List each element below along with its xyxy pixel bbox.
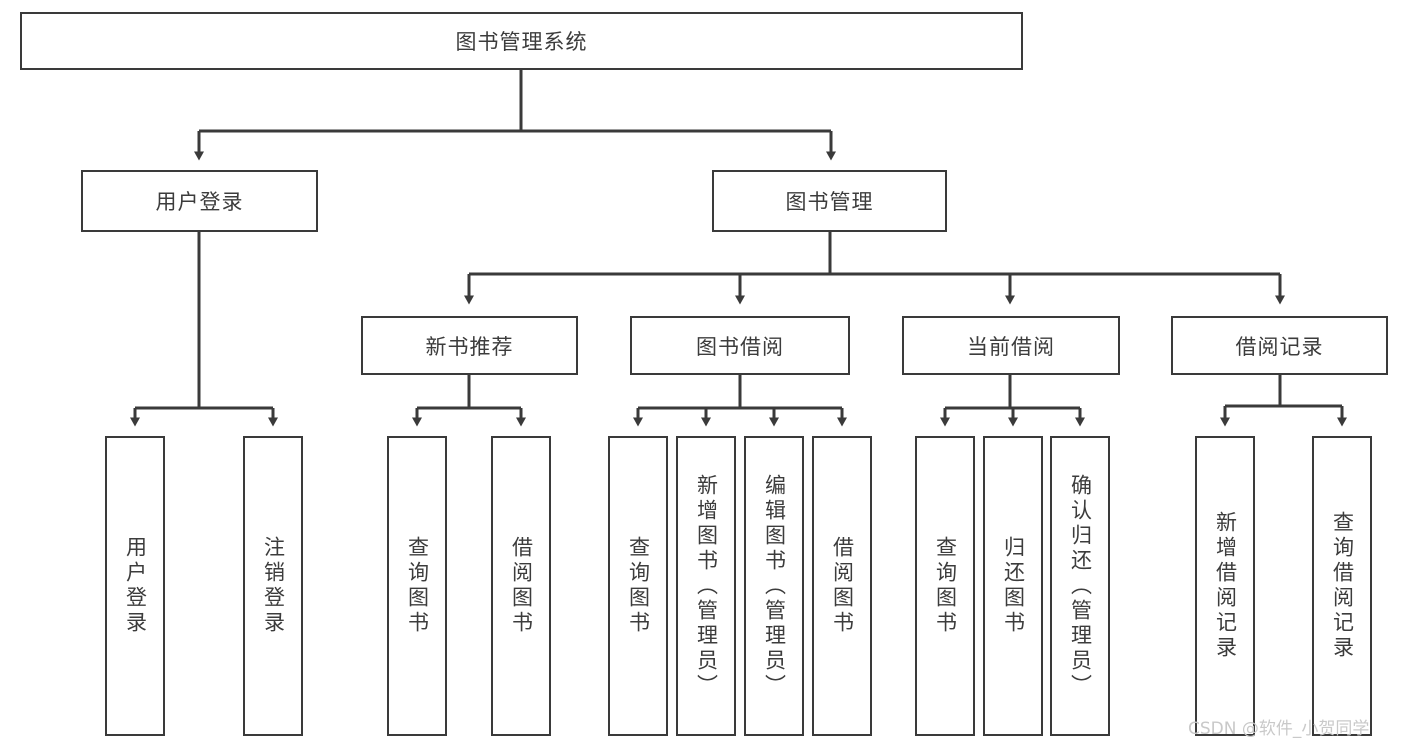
node-leaf-borrow-book-a[interactable]: 借阅图书 — [491, 436, 551, 736]
node-leaf-edit-book[interactable]: 编辑图书（管理员） — [744, 436, 804, 736]
node-leaf-query-book-a[interactable]: 查询图书 — [387, 436, 447, 736]
node-book-borrow-label: 图书借阅 — [696, 334, 784, 359]
node-root[interactable]: 图书管理系统 — [20, 12, 1023, 70]
node-new-book-rec[interactable]: 新书推荐 — [361, 316, 578, 375]
node-book-manage-label: 图书管理 — [785, 190, 874, 214]
node-leaf-borrow-book-b[interactable]: 借阅图书 — [812, 436, 872, 736]
node-leaf-return-book-label: 归还图书 — [1001, 536, 1026, 636]
node-leaf-logout-label: 注销登录 — [261, 536, 286, 636]
node-leaf-query-book-c-label: 查询图书 — [933, 536, 958, 636]
node-leaf-borrow-book-b-label: 借阅图书 — [830, 536, 855, 636]
node-leaf-add-book-label: 新增图书（管理员） — [694, 473, 719, 699]
node-current-borrow[interactable]: 当前借阅 — [902, 316, 1120, 375]
node-leaf-user-login-label: 用户登录 — [123, 536, 148, 636]
node-leaf-confirm-return-label: 确认归还（管理员） — [1068, 473, 1093, 699]
node-leaf-add-record[interactable]: 新增借阅记录 — [1195, 436, 1255, 736]
node-current-borrow-label: 当前借阅 — [967, 334, 1055, 359]
node-leaf-query-book-b-label: 查询图书 — [626, 536, 651, 636]
node-borrow-record[interactable]: 借阅记录 — [1171, 316, 1388, 375]
node-leaf-query-book-c[interactable]: 查询图书 — [915, 436, 975, 736]
node-leaf-add-book[interactable]: 新增图书（管理员） — [676, 436, 736, 736]
node-leaf-query-book-a-label: 查询图书 — [405, 536, 430, 636]
node-leaf-query-record[interactable]: 查询借阅记录 — [1312, 436, 1372, 736]
node-borrow-record-label: 借阅记录 — [1235, 334, 1324, 359]
node-leaf-borrow-book-a-label: 借阅图书 — [509, 536, 534, 636]
node-leaf-query-record-label: 查询借阅记录 — [1330, 511, 1355, 661]
node-leaf-confirm-return[interactable]: 确认归还（管理员） — [1050, 436, 1110, 736]
node-book-manage[interactable]: 图书管理 — [712, 170, 947, 232]
node-leaf-user-login[interactable]: 用户登录 — [105, 436, 165, 736]
node-leaf-edit-book-label: 编辑图书（管理员） — [762, 473, 787, 699]
node-user-login[interactable]: 用户登录 — [81, 170, 318, 232]
node-root-label: 图书管理系统 — [455, 30, 588, 54]
node-leaf-add-record-label: 新增借阅记录 — [1213, 511, 1238, 661]
node-book-borrow[interactable]: 图书借阅 — [630, 316, 850, 375]
csdn-watermark: CSDN @软件_小贺同学 — [1188, 719, 1370, 739]
node-user-login-label: 用户登录 — [155, 190, 244, 214]
node-leaf-logout[interactable]: 注销登录 — [243, 436, 303, 736]
node-leaf-return-book[interactable]: 归还图书 — [983, 436, 1043, 736]
node-leaf-query-book-b[interactable]: 查询图书 — [608, 436, 668, 736]
node-new-book-rec-label: 新书推荐 — [425, 334, 514, 359]
